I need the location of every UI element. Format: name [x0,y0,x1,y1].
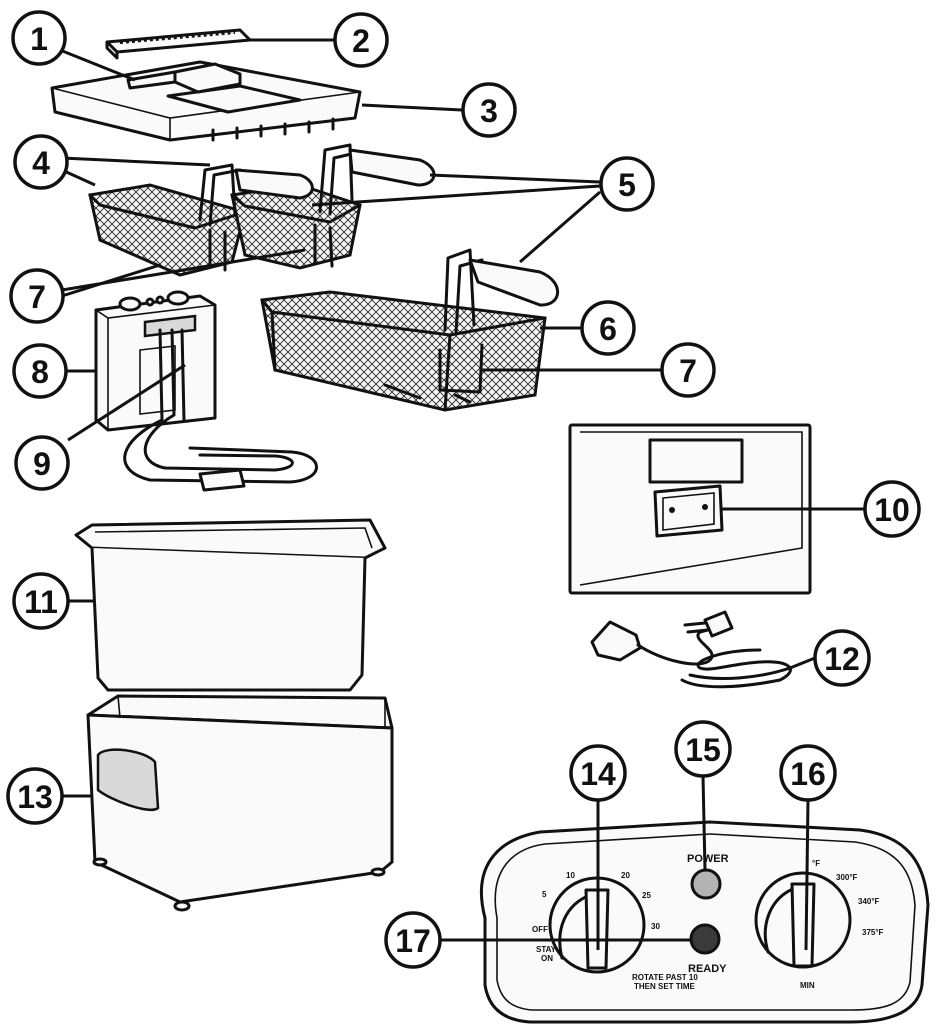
callout-circle [660,342,716,398]
callout-9: 9 [14,435,70,491]
callout-circle [11,10,67,66]
temp-mark-340: 340°F [858,897,880,906]
small-baskets [88,143,436,277]
callout-number: 6 [599,311,617,347]
control-panel: OFF 5 10 20 25 30 STAY ON ROTATE PAST 10… [479,820,930,1024]
outer-housing [86,694,394,912]
timer-mark-off: OFF [532,925,548,934]
timer-stay-label: STAY [536,945,557,954]
temp-mark-f: °F [812,859,820,868]
heating-element [123,328,318,492]
callout-circle [461,82,517,138]
callout-number: 4 [32,145,50,181]
callout-1: 1 [11,10,67,66]
timer-mark-5: 5 [542,890,547,899]
callout-circle [333,12,389,68]
callout-circle [9,268,65,324]
filter [105,28,252,60]
large-basket [260,248,560,412]
callout-number: 17 [395,923,431,959]
callout-circle [13,134,69,190]
timer-note-line1: ROTATE PAST 10 [632,973,698,982]
callout-number: 15 [685,732,721,768]
lid [50,60,362,142]
callout-circle [6,767,64,825]
callout-circle [14,435,70,491]
timer-mark-30: 30 [651,922,660,931]
ready-indicator [689,923,721,955]
callout-3: 3 [461,82,517,138]
timer-mark-25: 25 [642,891,651,900]
callout-number: 16 [790,756,826,792]
temp-mark-375: 375°F [862,928,884,937]
timer-on-label: ON [541,954,553,963]
power-cord [590,610,792,689]
temperature-dial[interactable] [754,871,852,969]
callout-circle [779,744,837,802]
temp-mark-300: 300°F [836,873,858,882]
callout-number: 14 [580,756,616,792]
callout-7-upper: 7 [9,268,65,324]
temp-mark-min: MIN [800,981,815,990]
callout-4: 4 [13,134,69,190]
ready-label: READY [688,963,727,975]
callout-number: 12 [824,641,860,677]
callout-circle [12,343,68,399]
callout-number: 10 [874,492,910,528]
timer-mark-10: 10 [566,871,575,880]
callout-number: 7 [28,279,46,315]
temperature-scale: °F 300°F 340°F 375°F MIN [800,859,884,990]
callout-circle [674,720,732,778]
callout-number: 3 [480,93,498,129]
callout-6: 6 [580,300,636,356]
power-indicator [690,868,722,900]
callout-number: 2 [352,23,370,59]
callout-number: 7 [679,353,697,389]
callout-circle [580,300,636,356]
callout-14: 14 [569,744,627,802]
oil-tank [74,518,387,692]
callout-2: 2 [333,12,389,68]
callout-5: 5 [599,156,655,212]
callout-16: 16 [779,744,837,802]
callout-15: 15 [674,720,732,778]
callout-13: 13 [6,767,64,825]
callout-circle [813,629,871,687]
callout-number: 9 [33,446,51,482]
callout-circle [599,156,655,212]
callout-number: 5 [618,167,636,203]
power-label: POWER [687,853,729,865]
callouts: 1 2 3 4 5 6 7 7 8 9 10 11 12 13 14 15 16… [6,10,921,969]
callout-number: 8 [31,354,49,390]
callout-number: 1 [30,21,48,57]
callout-11: 11 [12,572,70,630]
callout-12: 12 [813,629,871,687]
timer-mark-20: 20 [621,871,630,880]
callout-circle [12,572,70,630]
callout-17: 17 [384,911,442,969]
timer-note-line2: THEN SET TIME [634,982,696,991]
timer-scale: OFF 5 10 20 25 30 STAY ON ROTATE PAST 10… [532,871,698,991]
leader-lines [59,38,865,951]
callout-10: 10 [863,480,921,538]
lid-vents [211,117,335,142]
callout-circle [384,911,442,969]
callout-8: 8 [12,343,68,399]
callout-circle [569,744,627,802]
callout-7-lower: 7 [660,342,716,398]
callout-circle [863,480,921,538]
callout-number: 13 [17,779,53,815]
callout-number: 11 [24,584,58,620]
